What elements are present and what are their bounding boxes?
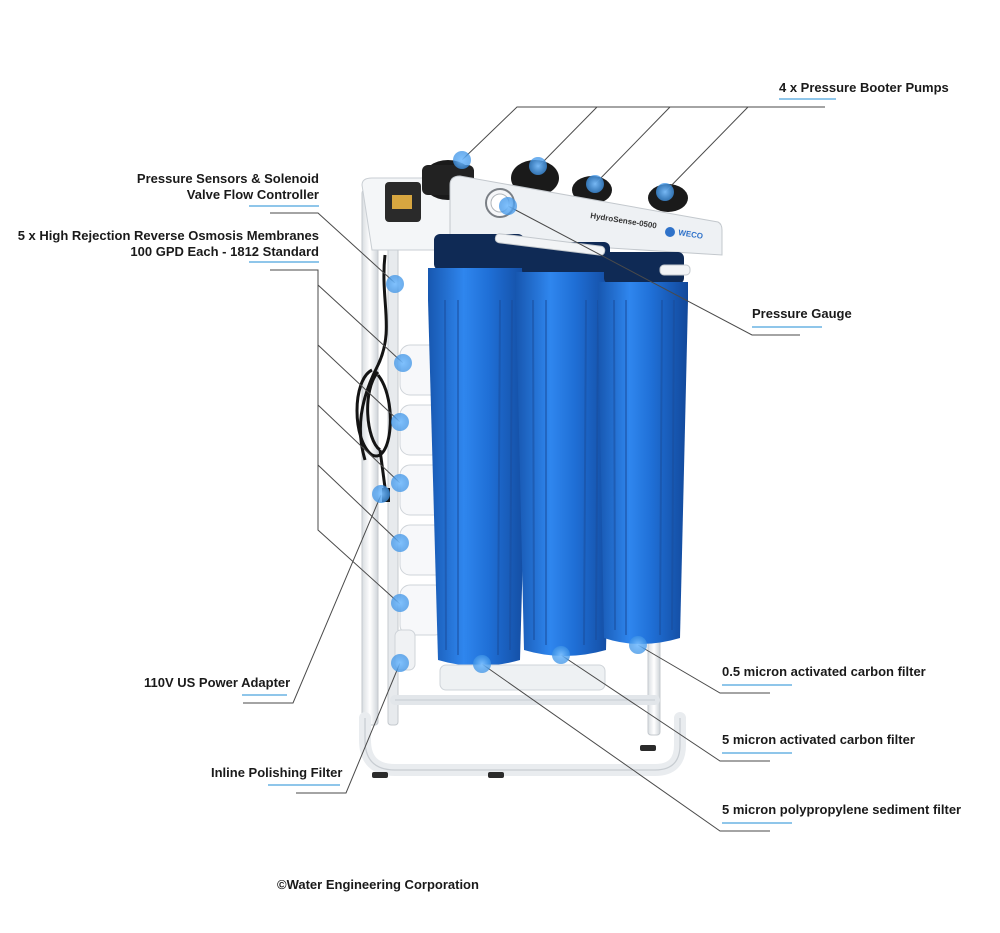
filter-housing-carbon-5: [516, 242, 614, 656]
label-membranes-line2: 100 GPD Each - 1812 Standard: [130, 244, 319, 259]
marker-inline: [391, 654, 409, 672]
marker-sensors: [386, 275, 404, 293]
label-pressure-sensors-line1: Pressure Sensors & Solenoid: [136, 171, 319, 186]
label-booster-pumps: 4 x Pressure Booter Pumps: [779, 80, 949, 95]
copyright-text: ©Water Engineering Corporation: [277, 877, 479, 892]
label-carbon-05: 0.5 micron activated carbon filter: [722, 664, 926, 679]
leader-membranes: [270, 269, 401, 605]
leader-pump-1: [461, 106, 825, 161]
leader-lines: [243, 106, 825, 832]
marker-membrane-3: [391, 474, 409, 492]
label-carbon-5: 5 micron activated carbon filter: [722, 732, 915, 747]
label-membranes-line1: 5 x High Rejection Reverse Osmosis Membr…: [17, 228, 319, 243]
marker-gauge: [499, 197, 517, 215]
label-sediment: 5 micron polypropylene sediment filter: [722, 802, 962, 817]
label-membranes: 5 x High Rejection Reverse Osmosis Membr…: [18, 228, 319, 260]
marker-membrane-1: [394, 354, 412, 372]
marker-pump-2: [529, 157, 547, 175]
label-underlines: [242, 98, 836, 824]
brand-text: WECO: [678, 228, 704, 241]
leader-pump-4: [664, 106, 749, 193]
marker-power: [372, 485, 390, 503]
leader-carbon-05: [637, 644, 770, 694]
leader-sensors: [270, 212, 396, 284]
leader-pump-3: [594, 106, 671, 185]
label-pressure-gauge: Pressure Gauge: [752, 306, 852, 321]
label-pressure-sensors-line2: Valve Flow Controller: [186, 187, 319, 202]
label-power-adapter: 110V US Power Adapter: [144, 675, 291, 690]
filter-housing-carbon-05: [598, 252, 688, 644]
leader-inline: [296, 662, 401, 794]
marker-sediment: [473, 655, 491, 673]
marker-membrane-2: [391, 413, 409, 431]
callout-markers: [372, 151, 674, 673]
leader-pump-2: [537, 106, 598, 168]
marker-membrane-4: [391, 534, 409, 552]
label-pressure-sensors: Pressure Sensors & Solenoid Valve Flow C…: [137, 171, 319, 203]
marker-pump-3: [586, 175, 604, 193]
leader-carbon-5: [560, 654, 770, 762]
leader-sediment: [481, 663, 770, 832]
marker-membrane-5: [391, 594, 409, 612]
filter-housing-sediment: [428, 234, 530, 666]
label-inline-polishing: Inline Polishing Filter: [211, 765, 343, 780]
marker-pump-1: [453, 151, 471, 169]
leader-gauge: [507, 205, 800, 336]
marker-pump-4: [656, 183, 674, 201]
marker-carbon-5: [552, 646, 570, 664]
leader-power: [243, 494, 382, 704]
marker-carbon-05: [629, 636, 647, 654]
